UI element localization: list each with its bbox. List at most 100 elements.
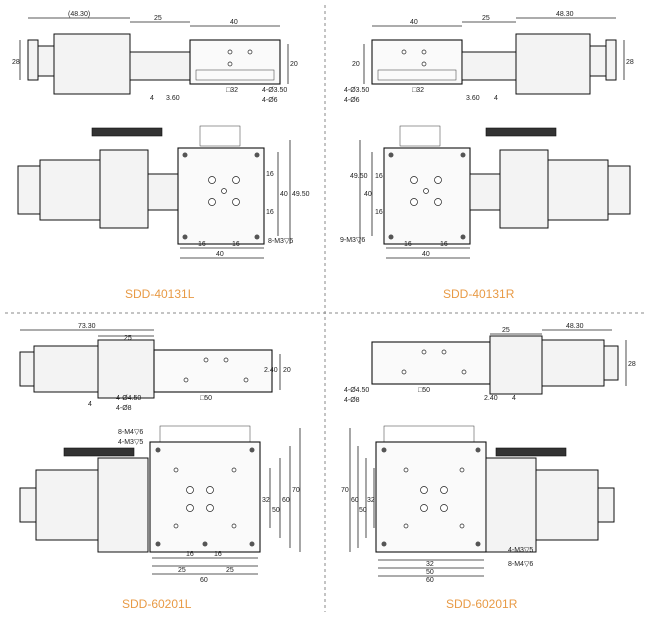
dim-label: 25 <box>226 567 234 574</box>
side-view <box>371 329 627 395</box>
corner-hole <box>460 234 466 240</box>
dim-label: 40 <box>280 191 288 198</box>
coupler-housing <box>99 149 149 229</box>
top-plate <box>159 425 251 443</box>
mount-hole <box>227 49 233 55</box>
center-hole <box>420 504 428 512</box>
dim-label: 50 <box>272 507 280 514</box>
mount-hole <box>421 49 427 55</box>
coupler-housing <box>97 457 149 553</box>
top-plate <box>399 125 441 147</box>
dim-label: 3.60 <box>466 95 480 102</box>
center-hole <box>221 188 227 194</box>
dim-label: 32 <box>426 561 434 568</box>
dim-label: 2.40 <box>264 367 278 374</box>
dim-label: 20 <box>290 61 298 68</box>
top-plate <box>383 425 475 443</box>
side-hole <box>403 523 409 529</box>
dim-label: 4-M3▽5 <box>118 439 143 446</box>
panel-title: SDD-60201R <box>446 597 518 611</box>
center-hole <box>186 486 194 494</box>
stage-table <box>153 349 273 393</box>
dim-label: 70 <box>341 487 349 494</box>
center-hole <box>434 176 442 184</box>
knob <box>19 487 37 523</box>
dim-label: 70 <box>292 487 300 494</box>
coupler-housing <box>129 51 191 81</box>
corner-hole <box>388 234 394 240</box>
knob <box>27 39 39 81</box>
base-rail <box>195 69 275 81</box>
dim-label: 32 <box>262 497 270 504</box>
dim-label: 40 <box>230 19 238 26</box>
side-hole <box>403 467 409 473</box>
top-plate <box>199 125 241 147</box>
mount-hole <box>401 49 407 55</box>
knob <box>607 165 631 215</box>
panel-sdd-40131l: (48.30) 25 40 28 20 4 3.60 □32 4-Ø3.50 4… <box>12 11 310 301</box>
mount-hole <box>247 49 253 55</box>
knob <box>19 351 35 387</box>
center-hole <box>440 486 448 494</box>
dim-label: 16 <box>375 209 383 216</box>
dim-label: 25 <box>482 15 490 22</box>
dim-label: 16 <box>266 171 274 178</box>
knob <box>603 345 619 381</box>
corner-hole <box>475 447 481 453</box>
corner-hole <box>249 447 255 453</box>
mount-hole <box>183 377 189 383</box>
side-view <box>19 329 281 399</box>
edge-hole <box>202 541 208 547</box>
corner-hole <box>155 541 161 547</box>
side-view <box>19 17 289 95</box>
dim-label: 40 <box>410 19 418 26</box>
dim-label: 20 <box>283 367 291 374</box>
mount-hole <box>421 349 427 355</box>
dim-label: 16 <box>375 173 383 180</box>
motor-body <box>541 339 605 387</box>
motor-body <box>33 345 99 393</box>
side-hole <box>173 523 179 529</box>
dim-label: 16 <box>404 241 412 248</box>
bracket <box>495 447 567 457</box>
panel-sdd-40131r: 40 25 48.30 20 28 4-Ø3.50 4-Ø6 □32 3.60 … <box>340 11 634 301</box>
dim-label: 49.50 <box>350 173 368 180</box>
bracket <box>91 127 163 137</box>
dim-label: 50 <box>426 569 434 576</box>
corner-hole <box>381 447 387 453</box>
dim-label: 4-Ø6 <box>262 97 278 104</box>
mount-hole <box>441 349 447 355</box>
stage-table <box>371 39 463 85</box>
motor-flange <box>589 45 607 77</box>
stage-table <box>177 147 265 245</box>
dim-label: 60 <box>426 577 434 584</box>
dim-label: 2.40 <box>484 395 498 402</box>
corner-hole <box>254 152 260 158</box>
side-hole <box>459 523 465 529</box>
panel-sdd-60201l: 73.30 25 20 2.40 4 4-Ø4.50 4-Ø8 □50 <box>19 323 301 611</box>
dim-label: 4 <box>494 95 498 102</box>
side-hole <box>173 467 179 473</box>
dim-label: 28 <box>628 361 636 368</box>
bracket <box>485 127 557 137</box>
dim-label: (48.30) <box>68 11 90 18</box>
dim-label: 4-Ø3.50 <box>262 87 287 94</box>
mount-hole <box>401 369 407 375</box>
dim-label: 40 <box>216 251 224 258</box>
dim-label: 16 <box>186 551 194 558</box>
shaft-block <box>147 173 179 211</box>
dim-label: 16 <box>440 241 448 248</box>
center-hole <box>206 504 214 512</box>
mount-hole <box>203 357 209 363</box>
corner-hole <box>388 152 394 158</box>
center-hole <box>423 188 429 194</box>
dim-label: 25 <box>502 327 510 334</box>
dim-label: 4-Ø4.50 <box>116 395 141 402</box>
dim-label: 40 <box>364 191 372 198</box>
coupler-housing <box>97 339 155 399</box>
dim-label: 73.30 <box>78 323 96 330</box>
dim-label: 48.30 <box>556 11 574 18</box>
corner-hole <box>460 152 466 158</box>
mount-hole <box>227 61 233 67</box>
